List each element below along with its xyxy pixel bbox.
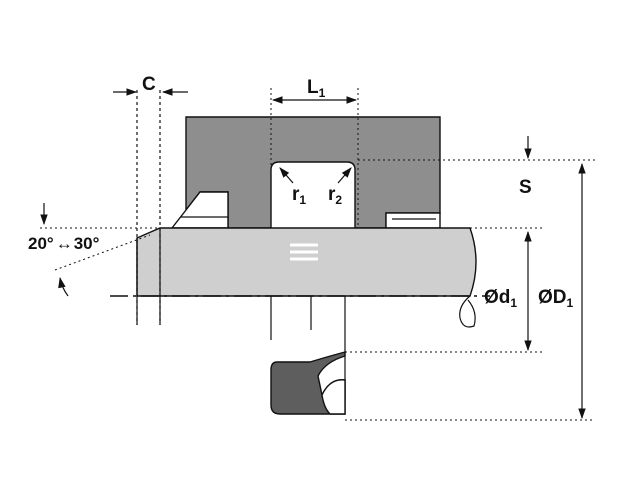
r1-leader	[279, 167, 294, 184]
D1-label: ØD1	[538, 287, 574, 310]
c-label: C	[142, 74, 156, 95]
angle-slope-line	[54, 234, 151, 271]
r2-label: r2	[328, 184, 342, 207]
d1-label: Ød1	[484, 287, 517, 310]
lower-seal-lip	[321, 379, 346, 415]
r2-leader	[337, 167, 352, 184]
r1-label: r1	[292, 184, 306, 207]
l1-label: L1	[307, 77, 326, 100]
angle-label: 20°↔30°	[28, 234, 100, 253]
s-label: S	[519, 177, 532, 198]
rod	[136, 227, 477, 297]
rod-break-mark	[459, 295, 476, 328]
backup-ring	[385, 212, 441, 229]
housing-chamfer	[170, 191, 229, 229]
angle-bottom-arrow	[58, 276, 69, 297]
rod-reflection	[290, 243, 318, 261]
